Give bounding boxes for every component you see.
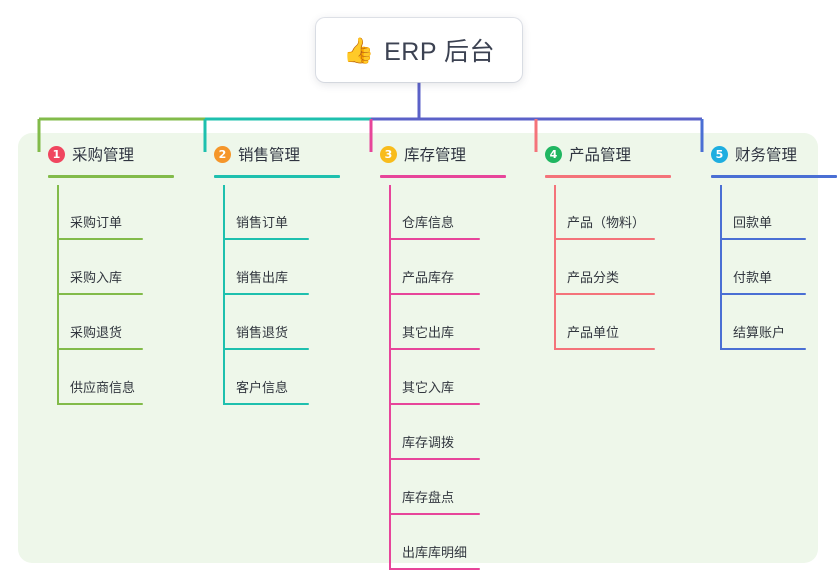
branch-column-4: 4 产品管理产品（物料） 产品分类产品单位 bbox=[527, 143, 671, 350]
leaf-item-label: 仓库信息 bbox=[402, 215, 455, 230]
branch-spine-3 bbox=[389, 185, 391, 570]
branch-spine-1 bbox=[57, 185, 59, 405]
branch-spine-5 bbox=[720, 185, 722, 350]
branch-badge-5: 5 bbox=[711, 145, 728, 163]
branch-badge-1: 1 bbox=[48, 145, 65, 163]
branch-column-1: 1 采购管理采购订单采购入库采购退货供应商信息 bbox=[30, 143, 174, 405]
leaf-item-label: 付款单 bbox=[733, 270, 773, 285]
leaf-item-label: 产品库存 bbox=[402, 270, 455, 285]
branch-column-3: 3 库存管理仓库信息产品库存其它出库其它入库库存调拨库存盘点出库库明细 bbox=[362, 143, 506, 570]
branch-column-2: 2 销售管理销售订单销售出库销售退货客户信息 bbox=[196, 143, 340, 405]
leaf-item-label: 供应商信息 bbox=[70, 380, 136, 395]
branch-title-3: 库存管理 bbox=[404, 147, 467, 164]
leaf-item-label: 出库库明细 bbox=[402, 545, 468, 560]
leaf-item-underline bbox=[390, 293, 480, 295]
branch-underline-1 bbox=[48, 175, 174, 178]
branch-badge-2: 2 bbox=[214, 145, 231, 163]
leaf-item-underline bbox=[555, 348, 655, 350]
leaf-item-underline bbox=[721, 293, 806, 295]
leaf-item-label: 结算账户 bbox=[733, 325, 786, 340]
leaf-item-underline bbox=[721, 348, 806, 350]
leaf-item-label: 库存调拨 bbox=[402, 435, 455, 450]
branch-underline-2 bbox=[214, 175, 340, 178]
leaf-item-label: 产品（物料） bbox=[567, 215, 646, 230]
leaf-item-label: 产品分类 bbox=[567, 270, 620, 285]
branch-spine-2 bbox=[223, 185, 225, 405]
leaf-item-underline bbox=[390, 513, 480, 515]
leaf-item-label: 采购订单 bbox=[70, 215, 123, 230]
leaf-item-label: 采购退货 bbox=[70, 325, 123, 340]
leaf-item-label: 采购入库 bbox=[70, 270, 123, 285]
branch-header-1[interactable]: 1 采购管理 bbox=[48, 143, 158, 165]
leaf-item-underline bbox=[390, 348, 480, 350]
leaf-item-underline bbox=[721, 238, 806, 240]
leaf-item-underline bbox=[224, 403, 309, 405]
leaf-item-label: 产品单位 bbox=[567, 325, 620, 340]
branch-spine-4 bbox=[554, 185, 556, 350]
leaf-item-underline bbox=[555, 293, 655, 295]
branch-title-5: 财务管理 bbox=[735, 147, 798, 164]
branch-header-3[interactable]: 3 库存管理 bbox=[380, 143, 490, 165]
branch-title-2: 销售管理 bbox=[238, 147, 301, 164]
root-node-title: ERP 后台 bbox=[384, 38, 496, 66]
branch-header-4[interactable]: 4 产品管理 bbox=[545, 143, 655, 165]
leaf-item-label: 销售退货 bbox=[236, 325, 289, 340]
branch-header-2[interactable]: 2 销售管理 bbox=[214, 143, 324, 165]
leaf-item-underline bbox=[390, 403, 480, 405]
leaf-item-underline bbox=[58, 348, 143, 350]
branch-title-1: 采购管理 bbox=[72, 147, 135, 164]
branch-underline-5 bbox=[711, 175, 837, 178]
leaf-item-underline bbox=[224, 348, 309, 350]
branch-underline-3 bbox=[380, 175, 506, 178]
branch-header-5[interactable]: 5 财务管理 bbox=[711, 143, 821, 165]
leaf-item-label: 销售订单 bbox=[236, 215, 289, 230]
leaf-item-label: 其它入库 bbox=[402, 380, 455, 395]
root-node-content: 👍 ERP 后台 bbox=[343, 32, 495, 68]
thumbs-up-icon: 👍 bbox=[342, 35, 375, 65]
leaf-item-underline bbox=[390, 458, 480, 460]
leaf-item-label: 库存盘点 bbox=[402, 490, 455, 505]
branch-badge-4: 4 bbox=[545, 145, 562, 163]
branch-underline-4 bbox=[545, 175, 671, 178]
leaf-item-underline bbox=[58, 293, 143, 295]
root-node-erp-backend[interactable]: 👍 ERP 后台 bbox=[316, 18, 522, 82]
branch-title-4: 产品管理 bbox=[569, 147, 632, 164]
leaf-item-underline bbox=[555, 238, 655, 240]
leaf-item-underline bbox=[224, 293, 309, 295]
branch-badge-3: 3 bbox=[380, 145, 397, 163]
leaf-item-underline bbox=[390, 568, 480, 570]
branch-column-5: 5 财务管理回款单付款单结算账户 bbox=[693, 143, 837, 350]
leaf-item-underline bbox=[58, 238, 143, 240]
leaf-item-underline bbox=[390, 238, 480, 240]
leaf-item-underline bbox=[224, 238, 309, 240]
leaf-item-label: 其它出库 bbox=[402, 325, 455, 340]
leaf-item-label: 销售出库 bbox=[236, 270, 289, 285]
leaf-item-label: 客户信息 bbox=[236, 380, 289, 395]
leaf-item-underline bbox=[58, 403, 143, 405]
leaf-item-label: 回款单 bbox=[733, 215, 773, 230]
